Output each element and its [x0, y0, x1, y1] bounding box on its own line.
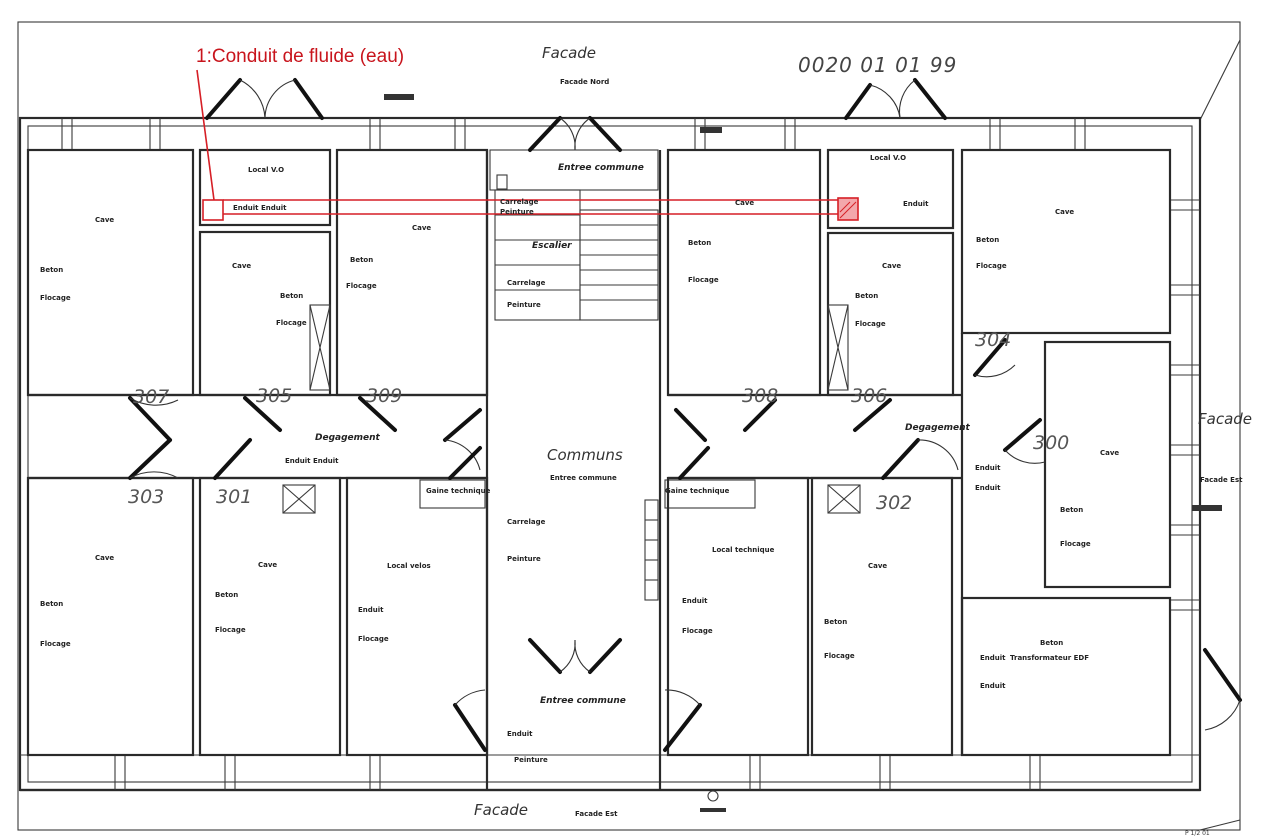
- room-label-local-technique: Local technique: [712, 546, 775, 554]
- finish-peinture-3: Peinture: [507, 555, 541, 563]
- room-number-308: 308: [742, 385, 778, 407]
- room-number-300: 300: [1033, 432, 1069, 454]
- finish-peinture-17: Peinture: [514, 756, 548, 764]
- finish-flocage-2: Flocage: [276, 319, 307, 327]
- finish-flocage-4: Flocage: [688, 276, 719, 284]
- finish-beton-2: Beton: [280, 292, 303, 300]
- room-label-entree-commune-bottom: Entree commune: [540, 696, 626, 706]
- room-label-local-vo-left: Local V.O: [248, 166, 284, 174]
- corner-stamp: P 1/2 01: [1185, 830, 1210, 837]
- finish-beton-15: Beton: [1040, 639, 1063, 647]
- conduit-marker-left: [202, 199, 224, 221]
- finish-enduit-vo-right: Enduit: [903, 200, 929, 208]
- room-label-transfo: Transformateur EDF: [1010, 654, 1089, 662]
- finish-peinture-2: Peinture: [507, 301, 541, 309]
- room-label-entree-commune-top: Entree commune: [558, 163, 644, 173]
- finish-beton-8: Beton: [215, 591, 238, 599]
- finish-flocage-10: Flocage: [682, 627, 713, 635]
- finish-beton-1: Beton: [40, 266, 63, 274]
- finish-beton-6: Beton: [976, 236, 999, 244]
- finish-flocage-7: Flocage: [40, 640, 71, 648]
- room-label-cave-2: Cave: [232, 262, 251, 270]
- finish-flocage-9: Flocage: [358, 635, 389, 643]
- finish-flocage-6: Flocage: [976, 262, 1007, 270]
- facade-top-sublabel: Facade Nord: [560, 78, 609, 86]
- right-wing-rooms: [666, 148, 1172, 757]
- central-core: [419, 149, 756, 790]
- room-label-communs: Communs: [547, 446, 623, 464]
- finish-enduit-17: Enduit: [507, 730, 533, 738]
- room-label-cave-6: Cave: [735, 199, 754, 207]
- drawing-code: 0020 01 01 99: [798, 53, 957, 77]
- finish-enduit-15: Enduit: [980, 654, 1006, 662]
- room-label-gaine-technique-right: Gaine technique: [665, 487, 730, 495]
- shaft-markers: [282, 304, 861, 514]
- room-label-local-vo-right: Local V.O: [870, 154, 906, 162]
- finish-beton-7: Beton: [40, 600, 63, 608]
- finish-beton-5: Beton: [855, 292, 878, 300]
- finish-carrelage-1: Carrelage: [500, 198, 539, 206]
- finish-flocage-14: Flocage: [1060, 540, 1091, 548]
- room-number-306: 306: [851, 385, 887, 407]
- finish-carrelage-3: Carrelage: [507, 518, 546, 526]
- room-label-gaine-technique-left: Gaine technique: [426, 487, 491, 495]
- finish-beton-14: Beton: [1060, 506, 1083, 514]
- finish-enduit-13: Enduit: [975, 484, 1001, 492]
- room-label-cave-1: Cave: [95, 216, 114, 224]
- facade-bottom-sublabel: Facade Est: [575, 810, 618, 818]
- finish-beton-11: Beton: [824, 618, 847, 626]
- facade-right-sublabel: Facade Est: [1200, 476, 1243, 484]
- room-number-303: 303: [128, 486, 164, 508]
- finish-flocage-1: Flocage: [40, 294, 71, 302]
- room-label-cave-8: Cave: [1055, 208, 1074, 216]
- finish-enduit-10: Enduit: [682, 597, 708, 605]
- room-label-escalier: Escalier: [532, 241, 572, 251]
- facade-right-label: Facade: [1198, 410, 1252, 428]
- room-number-309: 309: [366, 385, 402, 407]
- finish-flocage-3: Flocage: [346, 282, 377, 290]
- room-label-cave-10: Cave: [868, 562, 887, 570]
- annotation-label: 1:Conduit de fluide (eau): [196, 46, 404, 67]
- room-number-304: 304: [975, 329, 1011, 351]
- room-number-301: 301: [216, 486, 252, 508]
- finish-enduit-16: Enduit: [980, 682, 1006, 690]
- room-label-cave-4: Cave: [95, 554, 114, 562]
- facade-top-label: Facade: [542, 44, 596, 62]
- left-wing-rooms: [26, 148, 489, 757]
- doors: [128, 78, 1242, 752]
- facade-bottom-label: Facade: [474, 801, 528, 819]
- room-label-cave-7: Cave: [882, 262, 901, 270]
- finish-carrelage-2: Carrelage: [507, 279, 546, 287]
- finish-enduit-9: Enduit: [358, 606, 384, 614]
- room-label-cave-9: Cave: [1100, 449, 1119, 457]
- room-label-cave-3: Cave: [412, 224, 431, 232]
- finish-peinture-1: Peinture: [500, 208, 534, 216]
- finish-enduit-12: Enduit: [975, 464, 1001, 472]
- finish-beton-3: Beton: [350, 256, 373, 264]
- sheet-frame: [17, 21, 1241, 831]
- room-number-302: 302: [876, 492, 912, 514]
- small-symbols: [384, 94, 1222, 812]
- finish-flocage-11: Flocage: [824, 652, 855, 660]
- room-label-degagement-left: Degagement: [315, 433, 381, 443]
- finish-enduit-enduit: Enduit Enduit: [285, 457, 339, 465]
- finish-enduit-beton: Enduit Enduit: [233, 204, 287, 212]
- room-label-local-velos: Local velos: [387, 562, 431, 570]
- room-number-305: 305: [256, 385, 292, 407]
- room-label-entree-communs: Entree commune: [550, 474, 617, 482]
- finish-flocage-8: Flocage: [215, 626, 246, 634]
- water-conduit-annotation: [196, 69, 859, 221]
- room-number-307: 307: [133, 386, 169, 408]
- room-label-cave-5: Cave: [258, 561, 277, 569]
- room-label-degagement-right: Degagement: [905, 423, 971, 433]
- finish-beton-4: Beton: [688, 239, 711, 247]
- finish-flocage-5: Flocage: [855, 320, 886, 328]
